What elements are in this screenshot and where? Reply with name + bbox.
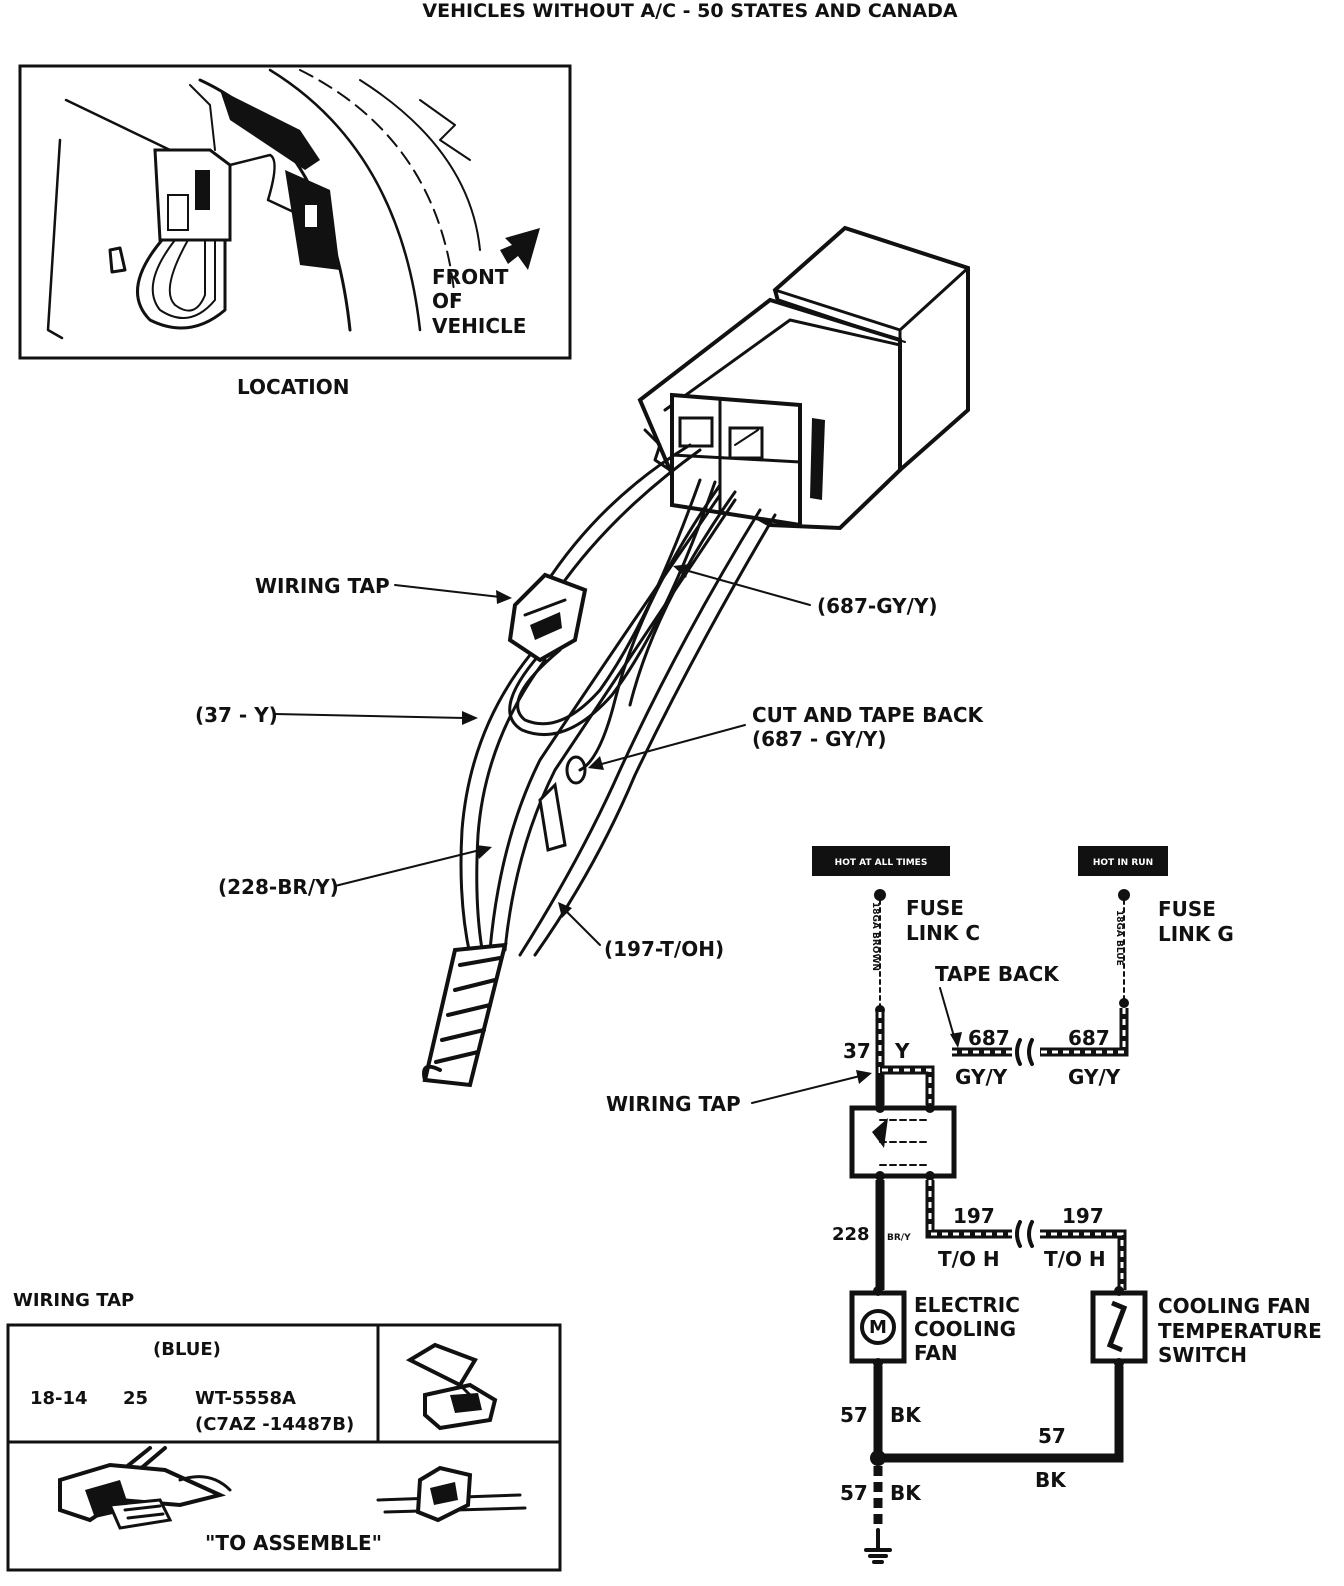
assemble-pliers-icon (58, 1446, 232, 1530)
assemble-caption: "TO ASSEMBLE" (205, 1531, 382, 1555)
w687-left-num: 687 (968, 1026, 1010, 1050)
switch-label-2: TEMPERATURE (1158, 1319, 1322, 1343)
w57b-num: 57 (1038, 1424, 1066, 1448)
w57a-color: BK (890, 1403, 922, 1427)
fan-label-3: FAN (914, 1341, 958, 1365)
w228-num: 228 (832, 1224, 870, 1245)
front-label-line3: VEHICLE (432, 314, 526, 338)
fan-label-1: ELECTRIC (914, 1293, 1020, 1317)
w37-num: 37 (843, 1039, 871, 1063)
hot-at-all-times-tag (812, 846, 950, 876)
blue-wire-label: 18GA BLUE (1114, 910, 1124, 966)
diagram-title: VEHICLES WITHOUT A/C - 50 STATES AND CAN… (422, 0, 957, 22)
brown-wire-label: 18GA BROWN (870, 902, 880, 971)
fuse-link-c-1: FUSE (906, 896, 964, 920)
callout-37-y: (37 - Y) (195, 703, 278, 727)
relay-connector-illustration (422, 225, 970, 1088)
front-label-line2: OF (432, 289, 463, 313)
table-ford-number: (C7AZ -14487B) (195, 1414, 354, 1435)
callout-228-br-y: (228-BR/Y) (218, 875, 339, 899)
front-label-line1: FRONT (432, 265, 509, 289)
callout-wiring-tap: WIRING TAP (255, 574, 390, 598)
location-caption: LOCATION (237, 375, 349, 399)
callout-cut-tape-back-1: CUT AND TAPE BACK (752, 703, 985, 727)
table-color-note: (BLUE) (153, 1339, 221, 1360)
assemble-closed-tap-icon (376, 1465, 527, 1523)
hot-at-all-times-label: HOT AT ALL TIMES (835, 858, 928, 868)
w197-left-num: 197 (953, 1204, 995, 1228)
w197-right-num: 197 (1062, 1204, 1104, 1228)
w197-left-color: T/O H (938, 1247, 1000, 1271)
hot-in-run-tag (1078, 846, 1168, 876)
w197-right-color: T/O H (1044, 1247, 1106, 1271)
fuse-link-g-2: LINK G (1158, 922, 1234, 946)
w687-right-color: GY/Y (1068, 1065, 1121, 1089)
table-part-number: WT-5558A (195, 1388, 296, 1409)
location-inset: FRONT OF VEHICLE (18, 64, 572, 360)
schematic-wiring-tap-label: WIRING TAP (606, 1092, 741, 1116)
table-gauge: 18-14 (30, 1388, 88, 1409)
w57c-num: 57 (840, 1481, 868, 1505)
ground-icon (864, 1528, 892, 1564)
schematic: HOT AT ALL TIMES HOT IN RUN 18GA BROWN F… (606, 846, 1322, 1564)
w687-right-num: 687 (1068, 1026, 1110, 1050)
w687-left-color: GY/Y (955, 1065, 1008, 1089)
wiring-tap-open-icon (405, 1342, 498, 1431)
tape-back-label: TAPE BACK (935, 962, 1060, 986)
table-qty: 25 (123, 1388, 148, 1409)
callout-197-t-oh: (197-T/OH) (604, 937, 724, 961)
w57c-color: BK (890, 1481, 922, 1505)
hot-in-run-label: HOT IN RUN (1093, 858, 1153, 868)
w228-color: BR/Y (887, 1233, 911, 1243)
w37-color: Y (894, 1039, 910, 1063)
switch-label-3: SWITCH (1158, 1343, 1247, 1367)
fan-label-2: COOLING (914, 1317, 1016, 1341)
connector-callouts: WIRING TAP (687-GY/Y) (37 - Y) CUT AND T… (195, 564, 985, 961)
wiring-tap-table: WIRING TAP (BLUE) 18-14 25 WT-5558A (C7A… (6, 1290, 562, 1572)
callout-cut-tape-back-2: (687 - GY/Y) (752, 727, 887, 751)
fuse-link-g-1: FUSE (1158, 897, 1216, 921)
table-heading: WIRING TAP (13, 1290, 134, 1311)
w57a-num: 57 (840, 1403, 868, 1427)
fan-motor-glyph: M (869, 1317, 887, 1338)
switch-label-1: COOLING FAN (1158, 1294, 1311, 1318)
w57b-color: BK (1035, 1468, 1067, 1492)
fuse-link-c-2: LINK C (906, 921, 980, 945)
callout-687-gy-y: (687-GY/Y) (817, 594, 938, 618)
